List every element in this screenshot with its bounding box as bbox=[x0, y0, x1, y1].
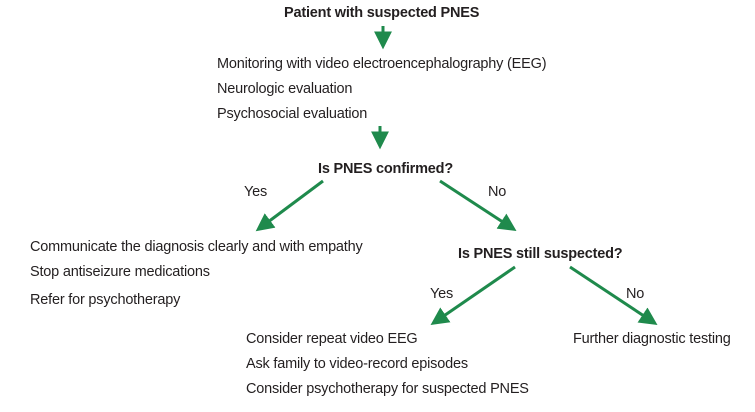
arrow-decision1-yes bbox=[255, 179, 324, 232]
decision1-question: Is PNES confirmed? bbox=[318, 161, 453, 177]
initial-step-eeg: Monitoring with video electroencephalogr… bbox=[217, 56, 547, 72]
arrow-decision2-no bbox=[569, 265, 658, 325]
confirmed-step-psychotherapy: Refer for psychotherapy bbox=[30, 292, 181, 308]
initial-step-neurologic: Neurologic evaluation bbox=[217, 81, 353, 97]
arrow-decision2-yes bbox=[430, 265, 516, 326]
root-node-title: Patient with suspected PNES bbox=[284, 5, 480, 21]
decision2-yes-label: Yes bbox=[430, 286, 454, 302]
suspected-step-psychotherapy: Consider psychotherapy for suspected PNE… bbox=[246, 381, 529, 397]
confirmed-step-communicate: Communicate the diagnosis clearly and wi… bbox=[30, 239, 363, 255]
arrow-decision1-no bbox=[439, 179, 517, 231]
not-suspected-step-testing: Further diagnostic testing bbox=[573, 331, 731, 347]
suspected-step-video-record: Ask family to video-record episodes bbox=[246, 356, 468, 372]
decision2-question: Is PNES still suspected? bbox=[458, 246, 623, 262]
decision2-no-label: No bbox=[626, 286, 645, 302]
suspected-step-repeat-eeg: Consider repeat video EEG bbox=[246, 331, 418, 347]
confirmed-step-stop-meds: Stop antiseizure medications bbox=[30, 264, 210, 280]
decision1-yes-label: Yes bbox=[244, 184, 268, 200]
decision1-no-label: No bbox=[488, 184, 507, 200]
initial-step-psychosocial: Psychosocial evaluation bbox=[217, 106, 368, 122]
